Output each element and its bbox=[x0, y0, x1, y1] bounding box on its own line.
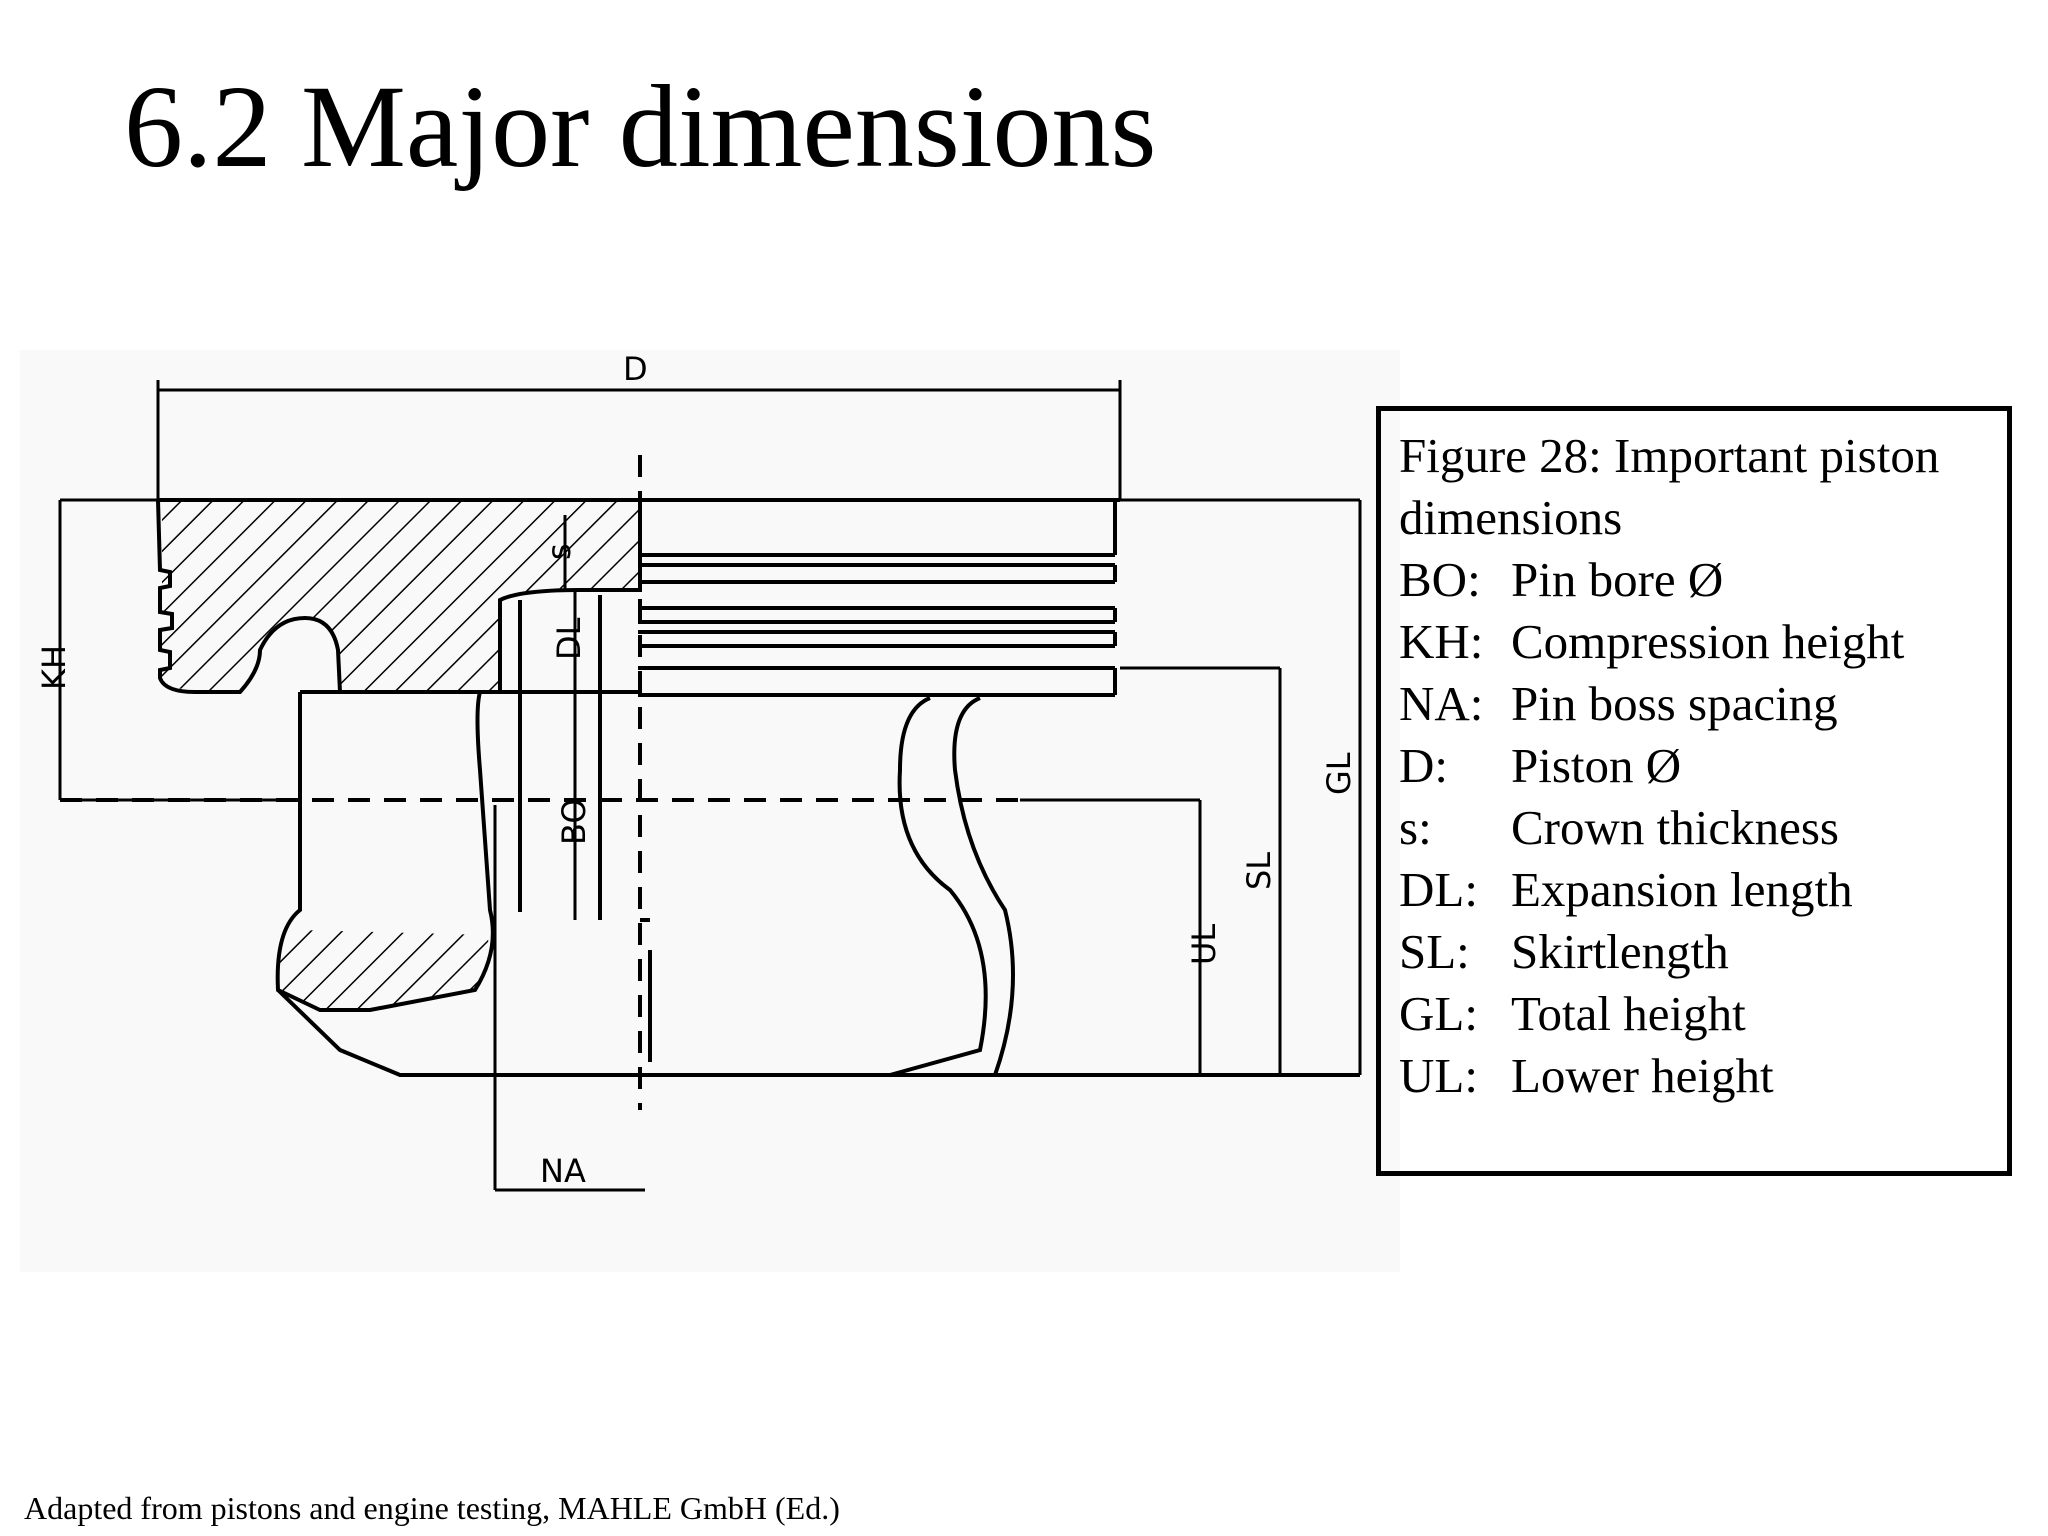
legend-abbr: GL: bbox=[1399, 986, 1478, 1041]
legend-item: BO: Pin bore Ø bbox=[1399, 549, 1989, 611]
label-GL: GL bbox=[1320, 752, 1358, 795]
legend-abbr: s: bbox=[1399, 800, 1432, 855]
legend-text: Crown thickness bbox=[1511, 800, 1839, 855]
legend-abbr: KH: bbox=[1399, 614, 1484, 669]
legend-item: SL: Skirtlength bbox=[1399, 921, 1989, 983]
boss-hatch bbox=[277, 930, 489, 1011]
legend-abbr: BO: bbox=[1399, 552, 1481, 607]
legend-text: Total height bbox=[1511, 986, 1746, 1041]
legend-abbr: UL: bbox=[1399, 1048, 1478, 1103]
legend-item: s: Crown thickness bbox=[1399, 797, 1989, 859]
legend-item: UL: Lower height bbox=[1399, 1045, 1989, 1107]
legend-text: Compression height bbox=[1511, 614, 1905, 669]
legend-abbr: DL: bbox=[1399, 862, 1478, 917]
label-KH: KH bbox=[35, 645, 73, 690]
crown-hatch bbox=[162, 502, 638, 690]
legend-abbr: D: bbox=[1399, 738, 1448, 793]
legend-text: Piston Ø bbox=[1511, 738, 1682, 793]
legend-abbr: NA: bbox=[1399, 676, 1484, 731]
legend-text: Skirtlength bbox=[1511, 924, 1729, 979]
label-BO: BO bbox=[555, 798, 593, 845]
label-DL: DL bbox=[550, 617, 588, 660]
legend-text: Pin boss spacing bbox=[1511, 676, 1838, 731]
label-SL: SL bbox=[1240, 852, 1278, 890]
legend-item: D: Piston Ø bbox=[1399, 735, 1989, 797]
figure-legend-box: Figure 28: Important piston dimensions B… bbox=[1376, 406, 2012, 1176]
label-NA: NA bbox=[540, 1152, 586, 1190]
legend-item: NA: Pin boss spacing bbox=[1399, 673, 1989, 735]
label-D: D bbox=[623, 350, 648, 388]
legend-text: Pin bore Ø bbox=[1511, 552, 1724, 607]
figure-caption: Figure 28: Important piston bbox=[1399, 428, 1940, 483]
legend-item: GL: Total height bbox=[1399, 983, 1989, 1045]
figure-caption-cont: dimensions bbox=[1399, 490, 1623, 545]
source-note: Adapted from pistons and engine testing,… bbox=[24, 1490, 840, 1526]
legend-item: DL: Expansion length bbox=[1399, 859, 1989, 921]
slide-title: 6.2 Major dimensions bbox=[124, 61, 1157, 192]
dimension-lines bbox=[58, 380, 1362, 1192]
legend-abbr: SL: bbox=[1399, 924, 1470, 979]
piston-drawing: D KH s DL BO GL SL UL NA bbox=[20, 350, 1400, 1272]
legend-text: Expansion length bbox=[1511, 862, 1853, 917]
legend-item: KH: Compression height bbox=[1399, 611, 1989, 673]
label-UL: UL bbox=[1185, 924, 1223, 965]
legend-text: Lower height bbox=[1511, 1048, 1774, 1103]
label-s: s bbox=[540, 543, 578, 560]
